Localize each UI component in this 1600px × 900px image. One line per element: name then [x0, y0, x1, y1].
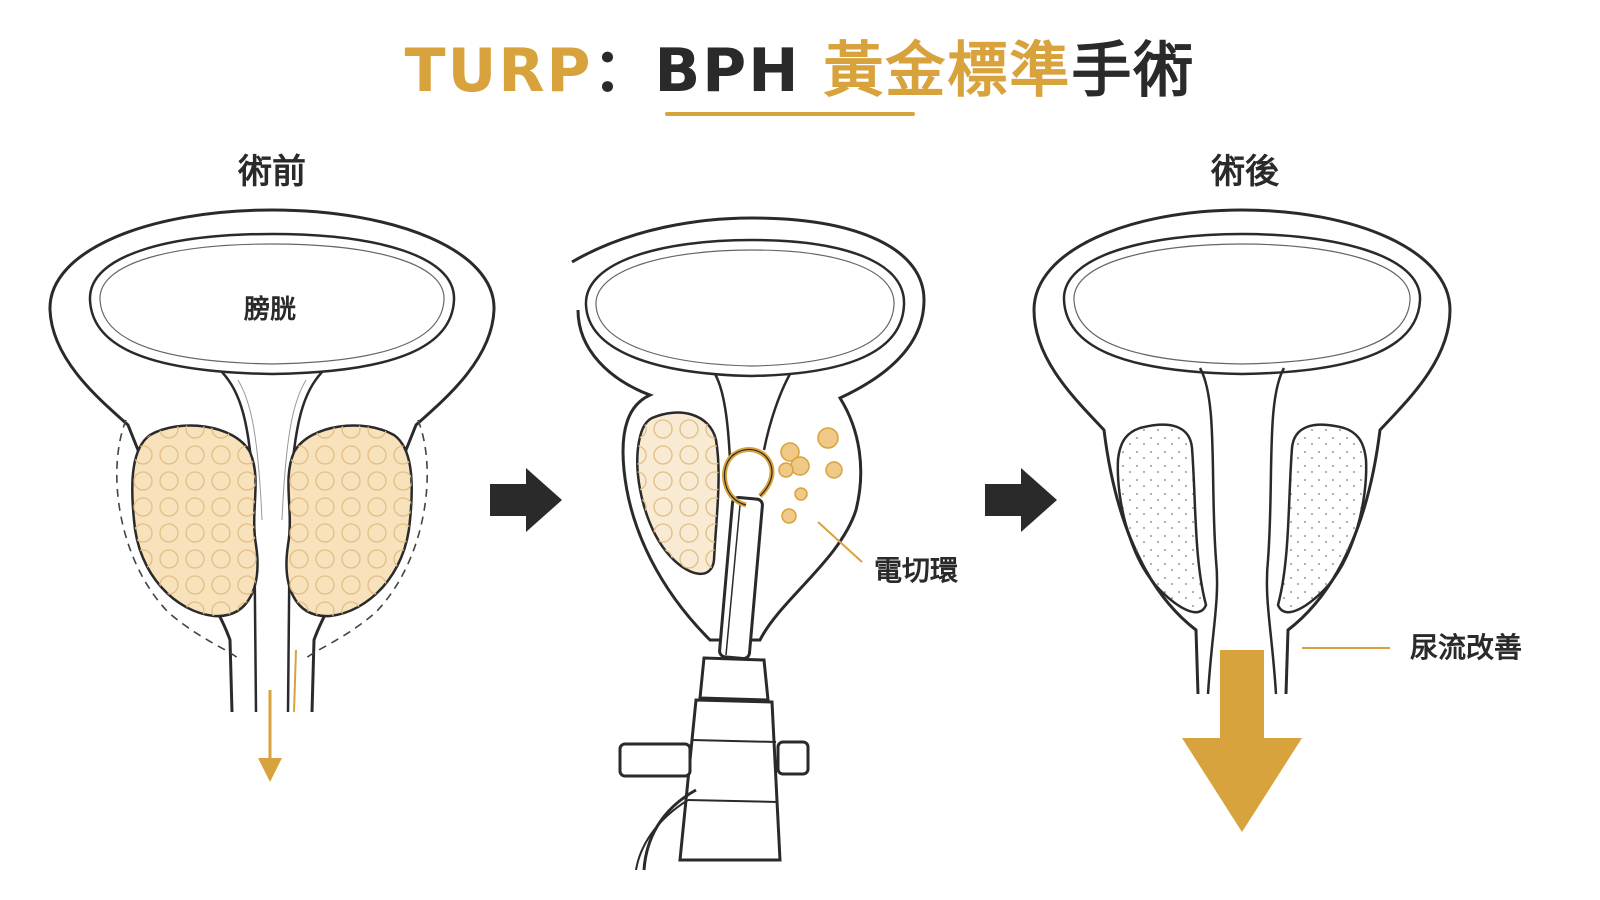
- before-heading: 術前: [237, 152, 306, 192]
- title-turp: TURP: [404, 36, 593, 106]
- after-capsule-right: [1276, 423, 1368, 614]
- cutting-loop-icon: [722, 446, 775, 508]
- before-bladder-inner: [88, 232, 456, 376]
- title-surgery: 手術: [1071, 36, 1196, 106]
- after-bladder-inner: [1062, 232, 1422, 376]
- urine-flow-label: 尿流改善: [1410, 631, 1522, 664]
- after-heading: 術後: [1210, 152, 1280, 192]
- page-title: TURP：BPH 黃金標準手術: [0, 22, 1600, 109]
- resected-tissue-chips: [778, 427, 843, 524]
- urine-flow-arrow-icon: [1182, 650, 1302, 832]
- after-capsule-left: [1116, 423, 1208, 614]
- title-separator: ：: [592, 36, 655, 106]
- right-arrow-icon: [985, 468, 1057, 532]
- right-arrow-icon: [490, 468, 562, 532]
- panel-before: 術前 膀胱: [48, 152, 496, 782]
- panel-during: 電切環: [571, 216, 959, 871]
- title-underline: [665, 112, 915, 116]
- before-bladder-lining: [99, 243, 445, 365]
- during-bladder-inner: [584, 238, 906, 378]
- panel-after: 術後 尿流改善: [1032, 152, 1522, 832]
- title-gold-standard: 黃金標準: [823, 36, 1072, 106]
- weak-flow-arrow-icon: [258, 649, 297, 782]
- bladder-label: 膀胱: [243, 294, 296, 325]
- title-bph: BPH: [654, 36, 801, 106]
- cutting-loop-label: 電切環: [874, 554, 959, 587]
- loop-callout-line: [817, 521, 863, 563]
- resectoscope-icon: [618, 495, 810, 871]
